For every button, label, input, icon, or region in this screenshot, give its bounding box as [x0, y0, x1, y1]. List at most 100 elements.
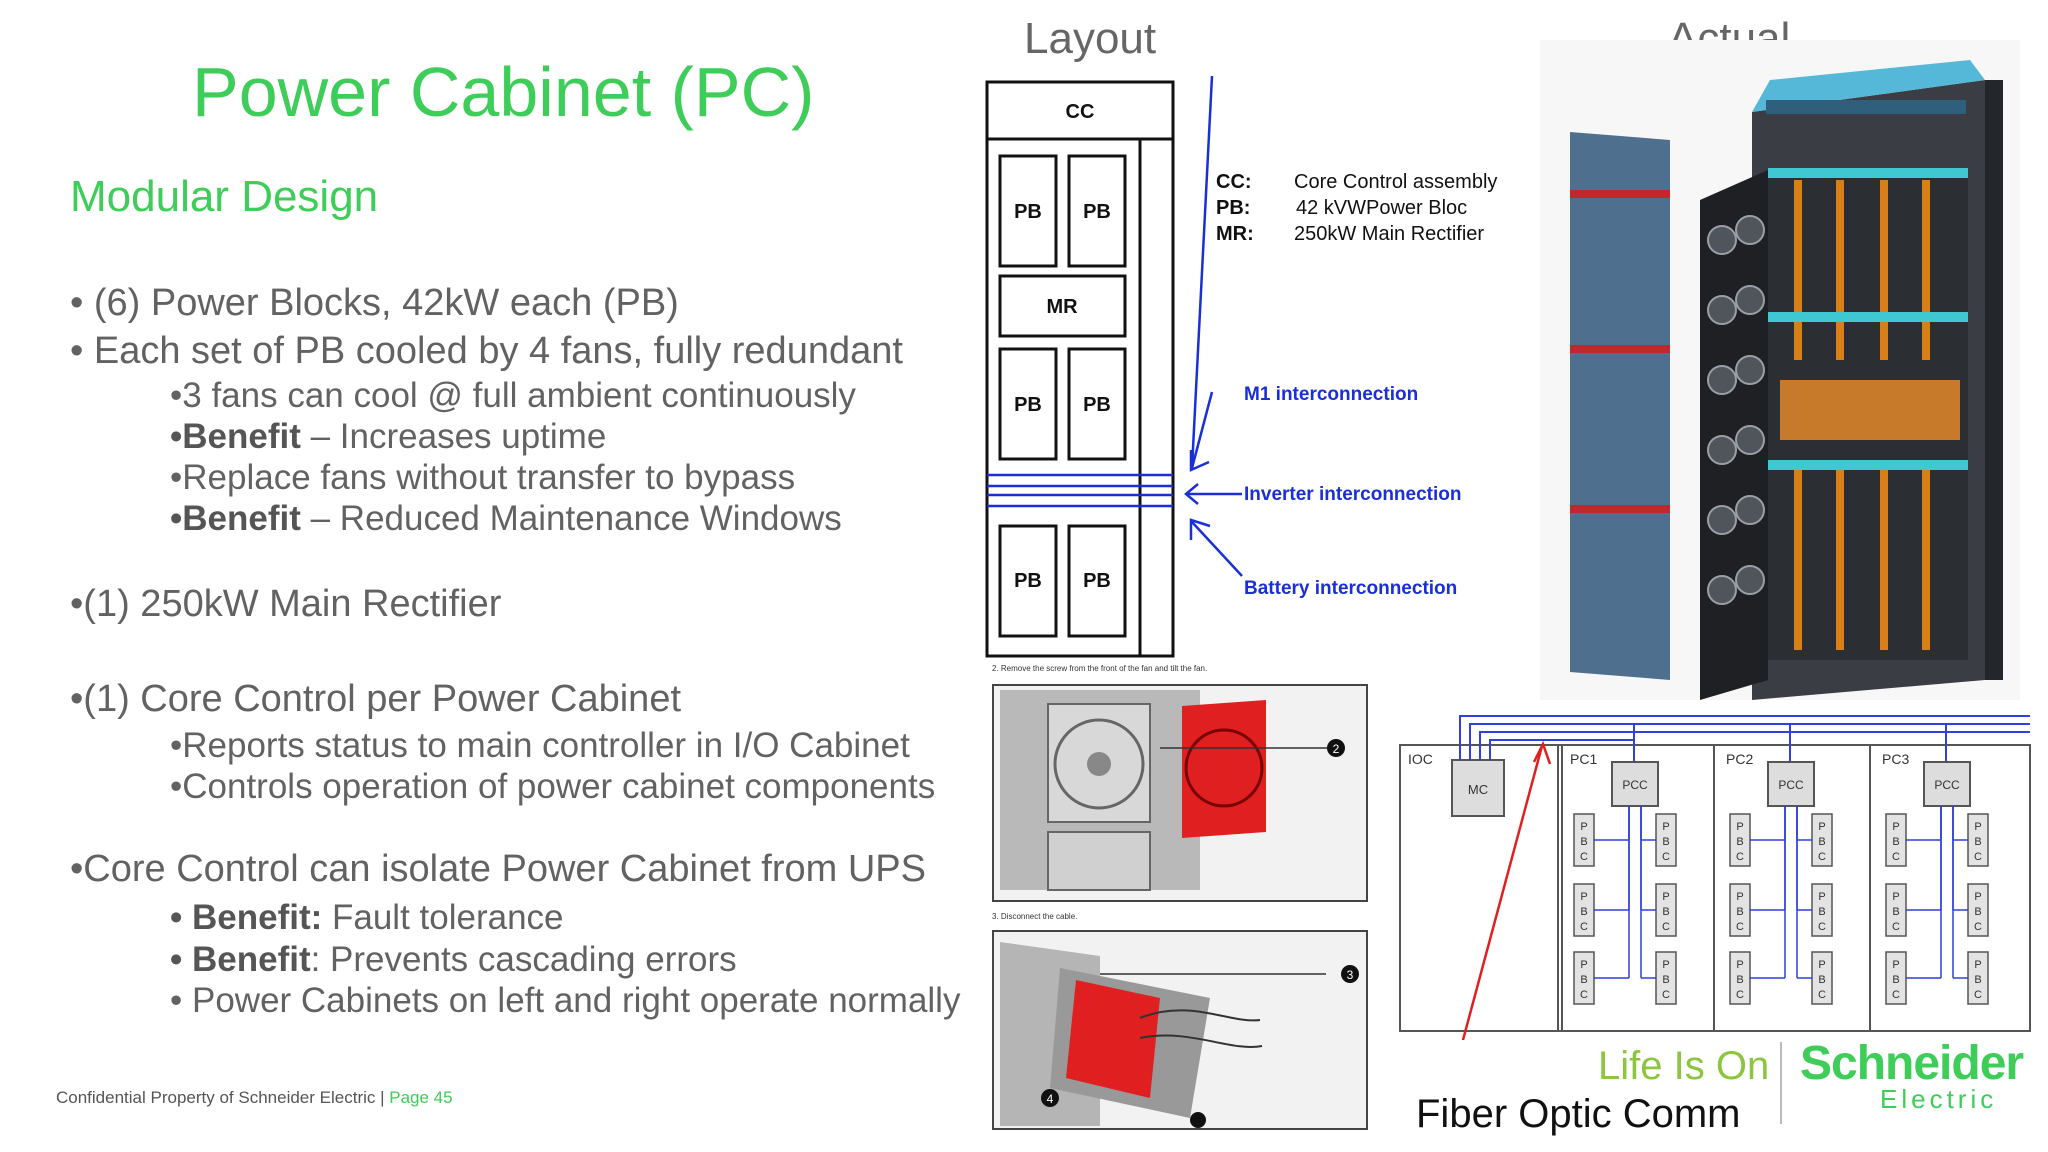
pbc-letter: P [1892, 821, 1899, 833]
pbc-letter: B [1974, 906, 1981, 918]
callout-3: 3 [1347, 968, 1354, 982]
sub-bullet-replace-fans: •Replace fans without transfer to bypass [170, 458, 796, 497]
left-door [1570, 132, 1670, 680]
pbc-letter: P [1818, 891, 1825, 903]
pbc-letter: P [1892, 959, 1899, 971]
slide-subtitle: Modular Design [70, 172, 379, 221]
life-is-on-logo: Life Is On [1598, 1044, 1770, 1088]
pbc-letter: P [1736, 891, 1743, 903]
pcc-label: PCC [1778, 778, 1804, 792]
pc2-label: PC2 [1726, 751, 1753, 767]
fan-removal-step2-image: 2 [992, 684, 1368, 902]
fiber-arrow [1461, 745, 1544, 1040]
pbc-letter: P [1662, 821, 1669, 833]
power-block [1067, 154, 1127, 268]
inverter-interconnection-label: Inverter interconnection [1244, 484, 1462, 505]
power-block [1067, 524, 1127, 638]
sub-bullet-benefit-maintenance: •Benefit – Reduced Maintenance Windows [170, 499, 842, 539]
fans [1707, 215, 1765, 605]
pbc-modules: PBCPBCPBCPBCPBCPBCPBCPBCPBCPBCPBCPBCPBCP… [1573, 806, 1989, 1005]
pcc-box [1923, 761, 1971, 807]
pbc-letter: B [1662, 836, 1669, 848]
pbc-letter: B [1662, 906, 1669, 918]
layout-diagram: CC PB PB MR PB PB PB PB CC: Core Control… [985, 76, 1497, 658]
pbc-letter: B [1662, 974, 1669, 986]
benefit-label: • Benefit [170, 940, 311, 979]
legend-key: CC: [1216, 171, 1252, 193]
bullet-core-control: •(1) Core Control per Power Cabinet [70, 678, 682, 720]
schneider-logo-text: Schneider [1800, 1037, 2024, 1090]
pbc-letter: C [1662, 851, 1670, 863]
legend-value: 42 kVWPower Bloc [1296, 197, 1467, 219]
power-block [998, 524, 1058, 638]
pbc-letter: B [1580, 974, 1587, 986]
orange-busbars [1794, 180, 1930, 650]
pbc-letter: B [1580, 836, 1587, 848]
step2-caption: 2. Remove the screw from the front of th… [992, 664, 1208, 673]
red-fan [1066, 980, 1160, 1098]
pbc-letter: C [1818, 851, 1826, 863]
pbc-letter: B [1892, 906, 1899, 918]
pbc-letter: P [1580, 821, 1587, 833]
pcc-box [1767, 761, 1815, 807]
benefit-label: •Benefit [170, 417, 301, 456]
pbc-letter: B [1892, 974, 1899, 986]
pcc-box [1611, 761, 1659, 807]
m1-interconnection-label: M1 interconnection [1244, 384, 1418, 405]
fan-removal-step3-image: 3 4 [992, 930, 1368, 1130]
sub-bullet-cascading: • Benefit: Prevents cascading errors [170, 940, 737, 980]
ioc-label: IOC [1408, 751, 1433, 767]
sub-bullet-benefit-uptime: •Benefit – Increases uptime [170, 417, 606, 457]
pc3-panel [1869, 744, 2031, 1032]
callout-4: 4 [1047, 1092, 1054, 1106]
pbc-letter: C [1818, 989, 1826, 1001]
pbc-letter: B [1974, 974, 1981, 986]
sub-bullet-reports-status: •Reports status to main controller in I/… [170, 726, 910, 765]
benefit-text: Fault tolerance [322, 898, 564, 937]
mc-box [1451, 759, 1505, 817]
pb-label: PB [1014, 570, 1042, 592]
power-block [1067, 347, 1127, 461]
cabinet-top [1752, 60, 1985, 112]
fiber-optic-label: Fiber Optic Comm [1416, 1092, 1741, 1136]
pbc-letter: B [1892, 836, 1899, 848]
footer: Confidential Property of Schneider Elect… [56, 1088, 453, 1108]
bullet-main-rectifier: •(1) 250kW Main Rectifier [70, 583, 502, 625]
pbc-letter: C [1580, 921, 1588, 933]
pbc-letter: C [1892, 921, 1900, 933]
pbc-letter: C [1974, 851, 1982, 863]
cc-label: CC [1066, 101, 1095, 123]
pbc-letter: C [1974, 921, 1982, 933]
m1-arrow [1190, 391, 1214, 469]
benefit-label: • Benefit: [170, 898, 323, 937]
pbc-letter: C [1974, 989, 1982, 1001]
pbc-letter: C [1736, 851, 1744, 863]
pbc-letter: B [1818, 906, 1825, 918]
legend-value: 250kW Main Rectifier [1294, 223, 1484, 245]
pbc-letter: B [1974, 836, 1981, 848]
pc3-label: PC3 [1882, 751, 1909, 767]
benefit-text: : Prevents cascading errors [310, 940, 737, 979]
mr-label: MR [1046, 296, 1078, 318]
pbc-letter: P [1818, 821, 1825, 833]
page-number: Page 45 [389, 1088, 453, 1107]
power-block [998, 347, 1058, 461]
battery-interconnection-label: Battery interconnection [1244, 578, 1457, 599]
pbc-letter: P [1974, 959, 1981, 971]
pbc-letter: P [1736, 959, 1743, 971]
cabinet-photo [1540, 40, 2020, 700]
pbc-letter: C [1580, 851, 1588, 863]
pc1-label: PC1 [1570, 751, 1597, 767]
pbc-letter: C [1662, 989, 1670, 1001]
pbc-letter: C [1662, 921, 1670, 933]
wiring-diagram: IOC PC1 PC2 PC3 MC PCC PCC PCC PBCPBCPBC… [1399, 715, 2031, 1040]
electric-logo-text: Electric [1880, 1084, 1998, 1114]
step3-caption: 3. Disconnect the cable. [992, 912, 1078, 921]
footer-text: Confidential Property of Schneider Elect… [56, 1088, 390, 1107]
legend-key: MR: [1216, 223, 1254, 245]
bullet-fans: • Each set of PB cooled by 4 fans, fully… [70, 330, 903, 372]
sub-bullet-fault-tolerance: • Benefit: Fault tolerance [170, 898, 564, 938]
logo-divider [1780, 1042, 1782, 1124]
pbc-letter: P [1662, 959, 1669, 971]
pbc-letter: C [1818, 921, 1826, 933]
